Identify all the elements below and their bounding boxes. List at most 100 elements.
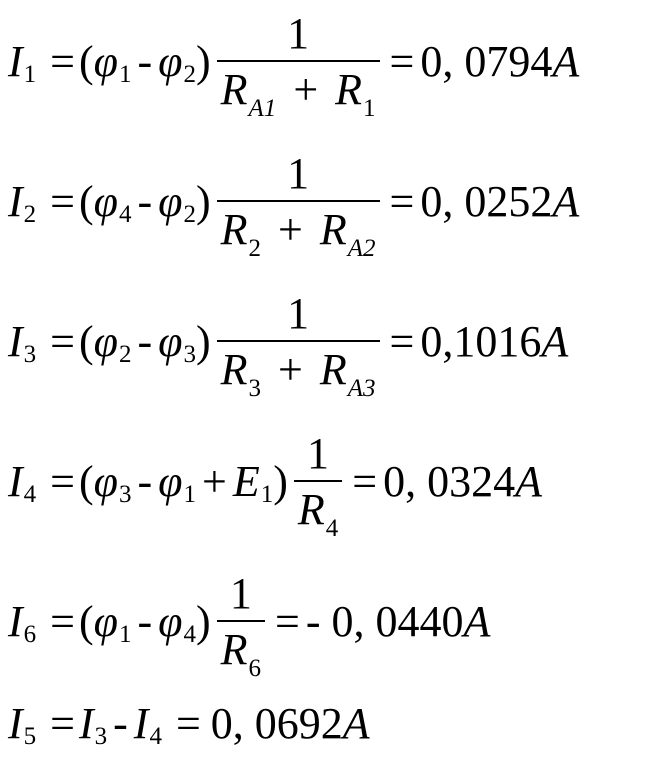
open-paren: (: [78, 317, 94, 366]
resistance-subscript: A3: [347, 375, 376, 402]
resistance-subscript: 2: [248, 235, 262, 262]
resistance-symbol: R: [220, 65, 248, 114]
fraction-denominator: RA1 + R1: [216, 60, 380, 121]
resistance-subscript: 6: [248, 655, 262, 682]
open-paren: (: [78, 457, 94, 506]
current-symbol: I: [78, 699, 94, 748]
close-paren: ): [195, 37, 211, 86]
result-number: 0, 0794: [420, 37, 553, 86]
plus-operator: +: [201, 457, 227, 506]
phi-symbol: φ: [93, 597, 118, 646]
phi-symbol: φ: [158, 37, 183, 86]
lhs-subscript: 3: [23, 340, 37, 368]
lhs-symbol: I: [8, 37, 23, 86]
emf-symbol: E: [232, 457, 260, 506]
phi-symbol: φ: [93, 457, 118, 506]
result-value: - 0, 0440A: [306, 600, 491, 644]
close-paren: ): [195, 597, 211, 646]
result-number: 0,1016: [420, 317, 542, 366]
minus-operator: -: [137, 317, 153, 366]
fraction-numerator: 1: [229, 569, 252, 618]
result-unit: A: [342, 699, 370, 748]
plus-operator: +: [278, 345, 303, 394]
minus-operator: -: [137, 457, 153, 506]
resistance-symbol: R: [335, 65, 363, 114]
phi-subscript: 3: [183, 340, 196, 368]
lhs-subscript: 2: [23, 200, 37, 228]
resistance-symbol: R: [220, 205, 248, 254]
result-number: 0, 0692: [210, 699, 343, 748]
equals-sign: =: [352, 457, 378, 506]
lhs-symbol: I: [8, 457, 23, 506]
lhs-symbol: I: [8, 177, 23, 226]
minus-operator: -: [113, 699, 128, 748]
equals-sign: =: [175, 699, 201, 748]
current-subscript: 3: [94, 722, 108, 750]
result-value: 0,1016A: [420, 320, 568, 364]
equals-sign: =: [50, 457, 75, 506]
equals-sign: =: [50, 37, 75, 86]
plus-operator: +: [278, 205, 303, 254]
result-unit: A: [552, 177, 580, 226]
equals-sign: =: [50, 177, 75, 226]
equals-sign: =: [50, 317, 75, 366]
result-value: 0, 0252A: [420, 180, 579, 224]
equals-sign: =: [50, 699, 75, 748]
open-paren: (: [78, 177, 94, 226]
phi-subscript: 2: [183, 60, 196, 88]
close-paren: ): [195, 177, 211, 226]
close-paren: ): [195, 317, 211, 366]
phi-subscript: 1: [118, 620, 132, 648]
fraction: 1 RA1 + R1: [216, 9, 380, 121]
emf-subscript: 1: [260, 480, 274, 508]
resistance-subscript: 3: [248, 375, 262, 402]
phi-symbol: φ: [93, 177, 118, 226]
fraction: 1 R6: [216, 569, 266, 681]
phi-subscript: 3: [118, 480, 132, 508]
resistance-symbol: R: [297, 485, 325, 534]
fraction-numerator: 1: [287, 289, 310, 338]
resistance-symbol: R: [319, 205, 347, 254]
current-symbol: I: [133, 699, 149, 748]
result-number: 0, 0252: [420, 177, 553, 226]
resistance-symbol: R: [319, 345, 347, 394]
result-value: 0, 0692A: [211, 702, 370, 746]
result-number: 0, 0324: [383, 457, 516, 506]
result-number: - 0, 0440: [305, 597, 464, 646]
fraction-numerator: 1: [287, 9, 310, 58]
lhs-symbol: I: [8, 317, 23, 366]
phi-symbol: φ: [93, 37, 118, 86]
phi-symbol: φ: [158, 177, 183, 226]
lhs-subscript: 6: [23, 620, 37, 648]
equals-sign: =: [389, 317, 415, 366]
phi-subscript: 1: [183, 480, 196, 508]
fraction: 1 R3 + RA3: [216, 289, 380, 401]
equals-sign: =: [389, 177, 415, 226]
phi-symbol: φ: [93, 317, 118, 366]
resistance-subscript: 1: [363, 95, 376, 122]
fraction: 1 R4: [293, 432, 343, 541]
phi-subscript: 2: [183, 200, 196, 228]
phi-symbol: φ: [158, 457, 183, 506]
fraction-denominator: R3 + RA3: [216, 340, 380, 401]
fraction-denominator: R6: [216, 620, 266, 681]
fraction-numerator: 1: [287, 149, 310, 198]
phi-subscript: 1: [118, 60, 132, 88]
lhs-symbol: I: [8, 699, 23, 748]
lhs-subscript: 1: [23, 60, 37, 88]
current-subscript: 4: [149, 722, 162, 750]
resistance-subscript: 4: [325, 515, 339, 542]
lhs-subscript: 4: [23, 480, 37, 508]
phi-subscript: 4: [183, 620, 196, 648]
equals-sign: =: [389, 37, 415, 86]
result-value: 0, 0324A: [383, 460, 542, 504]
close-paren: ): [273, 457, 288, 506]
minus-operator: -: [137, 177, 153, 226]
equals-sign: =: [275, 597, 300, 646]
phi-subscript: 4: [118, 200, 132, 228]
